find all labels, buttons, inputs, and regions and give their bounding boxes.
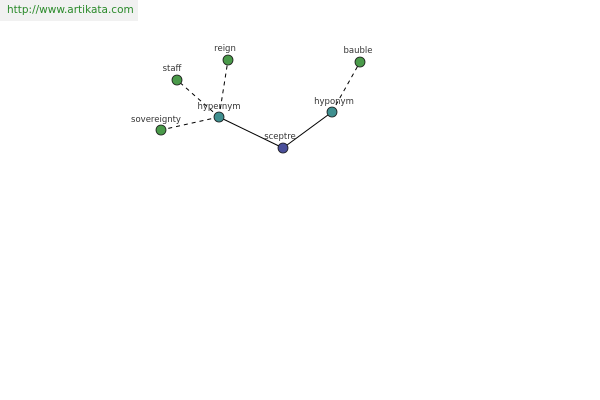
url-banner: http://www.artikata.com [0,0,138,21]
node-label-hyponym[interactable]: hyponym [314,97,354,107]
edge-sceptre-hyponym [282,111,333,149]
node-marker-bauble[interactable] [354,56,366,68]
node-marker-hypernym[interactable] [213,111,225,123]
node-bauble[interactable]: bauble [344,46,373,68]
edge-sceptre-hypernym [218,116,284,149]
node-label-sovereignty[interactable]: sovereignty [131,115,181,125]
node-marker-staff[interactable] [171,74,183,86]
edge-hypernym-reign [218,59,229,118]
graph-nodes: sceptre hypernym hyponym staff reign sovereig… [131,44,373,154]
node-label-staff[interactable]: staff [163,64,183,74]
edge-hyponym-bauble [331,61,361,113]
edge-hypernym-sovereignty [160,116,220,131]
node-sceptre[interactable]: sceptre [264,132,296,154]
graph-edges [160,59,361,149]
site-url[interactable]: http://www.artikata.com [7,4,134,16]
node-reign[interactable]: reign [214,44,236,66]
node-label-hypernym[interactable]: hypernym [197,102,240,112]
node-staff[interactable]: staff [163,64,183,86]
node-marker-sceptre[interactable] [277,142,289,154]
node-marker-sovereignty[interactable] [155,124,167,136]
node-label-sceptre[interactable]: sceptre [264,132,296,142]
node-marker-hyponym[interactable] [326,106,338,118]
node-hyponym[interactable]: hyponym [314,97,354,118]
node-hypernym[interactable]: hypernym [197,102,241,123]
node-label-bauble[interactable]: bauble [344,46,373,56]
node-marker-reign[interactable] [222,54,234,66]
node-label-reign[interactable]: reign [214,44,236,54]
node-sovereignty[interactable]: sovereignty [131,115,181,136]
edge-hypernym-staff [176,79,220,118]
